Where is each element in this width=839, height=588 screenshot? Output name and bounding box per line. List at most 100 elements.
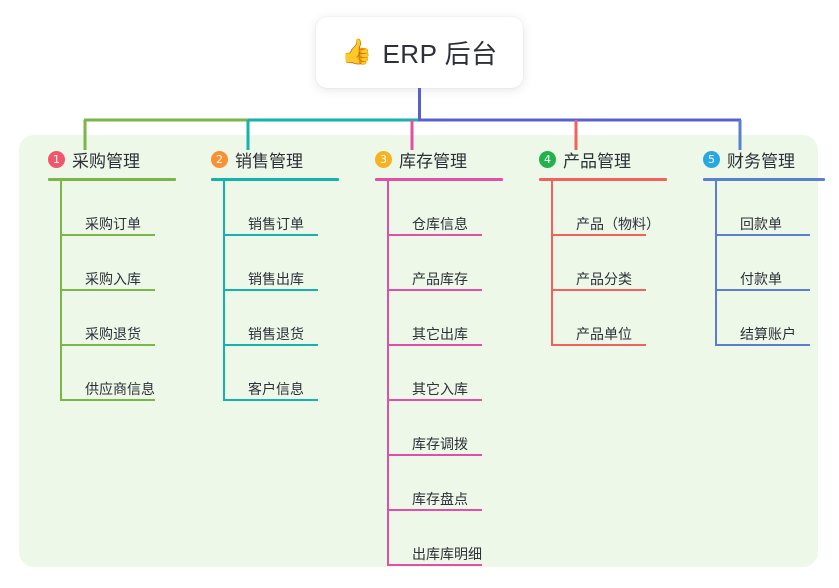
leaf-label: 产品单位 — [576, 326, 632, 342]
leaf-label: 供应商信息 — [85, 381, 155, 397]
leaf-label: 产品分类 — [576, 271, 632, 287]
column-spine — [715, 181, 717, 346]
column-title: 销售管理 — [235, 151, 303, 171]
leaf-label: 结算账户 — [740, 326, 796, 342]
column-header-2[interactable]: 2 销售管理 — [193, 146, 363, 172]
leaf-underline — [60, 289, 155, 291]
leaf-node[interactable]: 回款单 — [715, 181, 839, 236]
leaf-node[interactable]: 库存调拨 — [387, 401, 527, 456]
leaf-label: 回款单 — [740, 216, 782, 232]
leaf-underline — [715, 344, 810, 346]
leaf-label: 其它入库 — [412, 381, 468, 397]
column-badge-icon: 3 — [375, 150, 392, 168]
column-title: 采购管理 — [72, 151, 140, 171]
leaf-underline — [387, 234, 482, 236]
column-title: 财务管理 — [727, 151, 795, 171]
leaf-label: 仓库信息 — [412, 216, 468, 232]
leaf-label: 销售出库 — [248, 271, 304, 287]
leaf-label: 出库库明细 — [412, 546, 482, 562]
root-title: ERP 后台 — [382, 39, 498, 69]
column-items: 回款单付款单结算账户 — [715, 181, 839, 346]
column-items: 采购订单采购入库采购退货供应商信息 — [60, 181, 200, 401]
leaf-underline — [387, 509, 482, 511]
leaf-node[interactable]: 供应商信息 — [60, 346, 200, 401]
leaf-node[interactable]: 客户信息 — [223, 346, 363, 401]
leaf-node[interactable]: 其它入库 — [387, 346, 527, 401]
leaf-underline — [551, 289, 646, 291]
column-spine — [223, 181, 225, 401]
leaf-node[interactable]: 产品库存 — [387, 236, 527, 291]
leaf-label: 付款单 — [740, 271, 782, 287]
column-items: 仓库信息产品库存其它出库其它入库库存调拨库存盘点出库库明细 — [387, 181, 527, 566]
leaf-underline — [551, 234, 646, 236]
column-title: 产品管理 — [563, 151, 631, 171]
column-spine — [387, 181, 389, 566]
leaf-label: 采购订单 — [85, 216, 141, 232]
leaf-node[interactable]: 产品单位 — [551, 291, 691, 346]
leaf-node[interactable]: 仓库信息 — [387, 181, 527, 236]
column-header-5[interactable]: 5 财务管理 — [685, 146, 839, 172]
leaf-node[interactable]: 采购订单 — [60, 181, 200, 236]
leaf-label: 销售订单 — [248, 216, 304, 232]
column-underline — [211, 178, 339, 181]
column-underline — [375, 178, 503, 181]
column-underline — [48, 178, 176, 181]
leaf-label: 销售退货 — [248, 326, 304, 342]
root-node[interactable]: 👍 ERP 后台 — [316, 17, 523, 88]
column-header-4[interactable]: 4 产品管理 — [521, 146, 691, 172]
leaf-underline — [60, 234, 155, 236]
leaf-underline — [387, 344, 482, 346]
leaf-node[interactable]: 采购退货 — [60, 291, 200, 346]
leaf-underline — [387, 564, 482, 566]
column-underline — [539, 178, 667, 181]
leaf-underline — [223, 344, 318, 346]
leaf-underline — [387, 399, 482, 401]
leaf-node[interactable]: 付款单 — [715, 236, 839, 291]
column-badge-icon: 4 — [539, 150, 556, 168]
leaf-underline — [551, 344, 646, 346]
leaf-node[interactable]: 结算账户 — [715, 291, 839, 346]
column-5: 5 财务管理回款单付款单结算账户 — [685, 146, 839, 346]
leaf-underline — [715, 289, 810, 291]
leaf-label: 产品库存 — [412, 271, 468, 287]
leaf-node[interactable]: 采购入库 — [60, 236, 200, 291]
diagram-panel — [19, 135, 818, 567]
leaf-underline — [223, 289, 318, 291]
leaf-node[interactable]: 销售退货 — [223, 291, 363, 346]
thumbs-up-icon: 👍 — [341, 38, 373, 66]
leaf-node[interactable]: 销售出库 — [223, 236, 363, 291]
leaf-underline — [715, 234, 810, 236]
column-items: 销售订单销售出库销售退货客户信息 — [223, 181, 363, 401]
leaf-underline — [223, 234, 318, 236]
column-2: 2 销售管理销售订单销售出库销售退货客户信息 — [193, 146, 363, 401]
leaf-label: 采购退货 — [85, 326, 141, 342]
column-badge-icon: 5 — [703, 150, 720, 168]
leaf-label: 库存调拨 — [412, 436, 468, 452]
leaf-label: 库存盘点 — [412, 491, 468, 507]
leaf-underline — [387, 289, 482, 291]
leaf-underline — [60, 344, 155, 346]
column-items: 产品（物料） 产品分类产品单位 — [551, 181, 691, 346]
column-title: 库存管理 — [399, 151, 467, 171]
column-underline — [703, 178, 825, 181]
leaf-underline — [60, 399, 155, 401]
leaf-node[interactable]: 销售订单 — [223, 181, 363, 236]
column-spine — [60, 181, 62, 401]
leaf-label: 其它出库 — [412, 326, 468, 342]
column-spine — [551, 181, 553, 346]
column-4: 4 产品管理产品（物料） 产品分类产品单位 — [521, 146, 691, 346]
leaf-label: 产品（物料） — [576, 216, 660, 232]
leaf-node[interactable]: 其它出库 — [387, 291, 527, 346]
leaf-node[interactable]: 产品分类 — [551, 236, 691, 291]
leaf-label: 客户信息 — [248, 381, 304, 397]
leaf-underline — [223, 399, 318, 401]
column-header-3[interactable]: 3 库存管理 — [357, 146, 527, 172]
leaf-node[interactable]: 产品（物料） — [551, 181, 691, 236]
column-3: 3 库存管理仓库信息产品库存其它出库其它入库库存调拨库存盘点出库库明细 — [357, 146, 527, 566]
column-badge-icon: 2 — [211, 150, 228, 168]
leaf-node[interactable]: 库存盘点 — [387, 456, 527, 511]
leaf-node[interactable]: 出库库明细 — [387, 511, 527, 566]
leaf-label: 采购入库 — [85, 271, 141, 287]
